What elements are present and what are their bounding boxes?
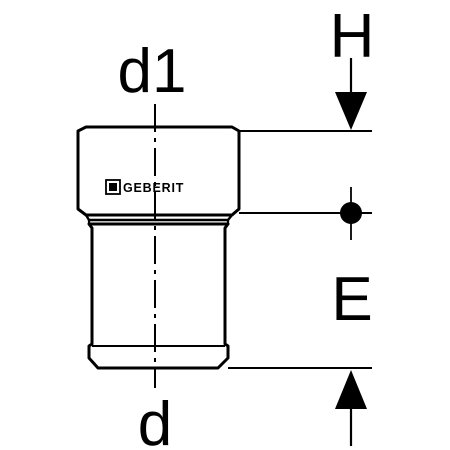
spigot-body <box>87 222 230 370</box>
geberit-square-icon <box>105 179 121 195</box>
arrow-down-icon <box>335 92 367 130</box>
socket-body <box>76 125 241 217</box>
spigot-outline <box>87 222 230 370</box>
top-diameter-label: d1 <box>118 37 187 106</box>
bottom-diameter-label: d <box>138 390 172 450</box>
arrow-up-icon <box>335 370 367 409</box>
dimension-column <box>228 58 372 446</box>
dot-marker-icon <box>340 202 362 224</box>
socket-outline <box>76 125 241 217</box>
brand-name: GEBERIT <box>123 181 184 195</box>
brand-logo: GEBERIT <box>105 179 184 195</box>
height-dimension-label: H <box>330 2 375 71</box>
insertion-dimension-label: E <box>331 265 372 334</box>
